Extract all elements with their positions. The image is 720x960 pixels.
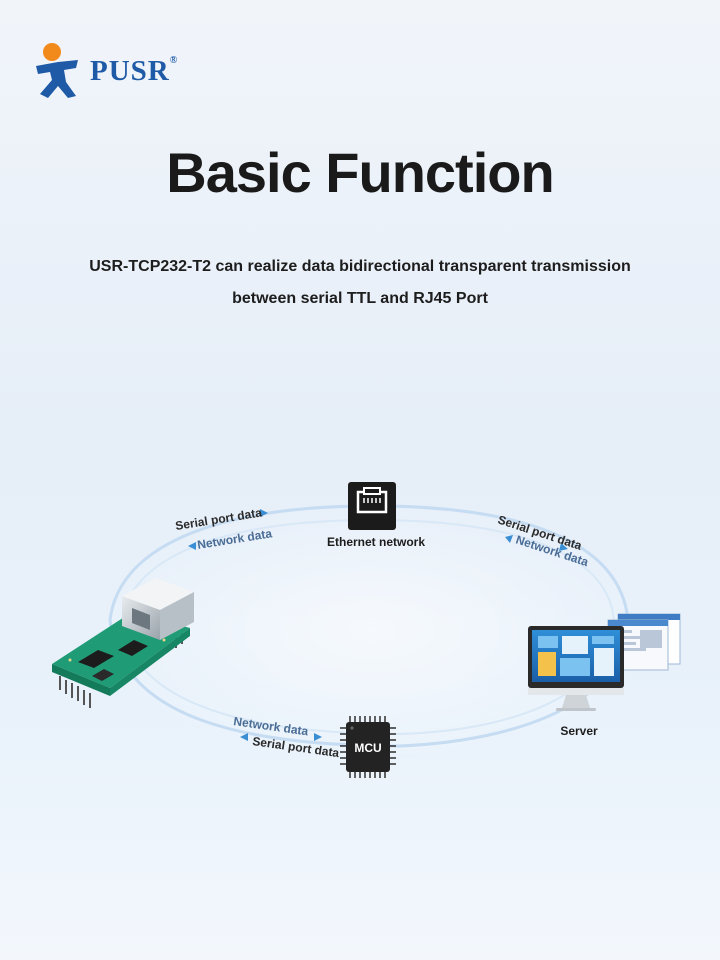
brand-name: PUSR® [90,54,179,87]
arrow-top-right-forward [559,543,568,551]
subtitle-line-2: between serial TTL and RJ45 Port [232,290,488,307]
arrow-top-left-backward [188,542,196,550]
server-label: Server [560,724,598,738]
usr-tcp232-t2-module-icon [52,578,194,708]
ring-glow [92,500,652,760]
mcu-chip-icon [340,716,396,778]
arrow-top-left-forward [260,509,268,517]
ethernet-port-icon [348,482,396,530]
server-monitor-icon [528,613,681,711]
page-title: Basic Function [166,141,554,204]
mcu-label: MCU [354,741,381,755]
brand-logo: PUSR® [32,42,178,100]
person-logo-icon [36,43,78,98]
arrow-bottom-left-forward [314,733,322,741]
arrow-top-right-backward [505,535,513,543]
subtitle-line-1: USR-TCP232-T2 can realize data bidirecti… [89,258,631,275]
registered-mark: ® [169,54,179,66]
arrow-bottom-left-backward [240,733,248,741]
ethernet-label: Ethernet network [327,535,425,549]
